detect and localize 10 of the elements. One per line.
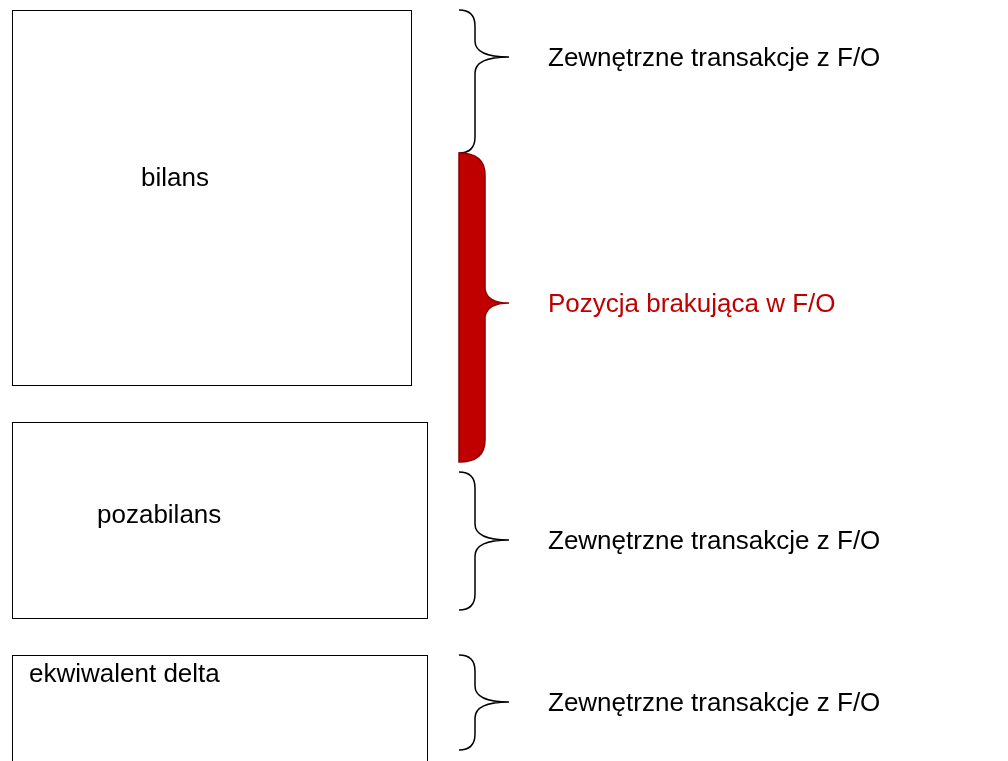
brace-label: Zewnętrzne transakcje z F/O bbox=[548, 686, 881, 718]
box-label: pozabilans bbox=[97, 499, 222, 530]
box-label: ekwiwalent delta bbox=[29, 658, 220, 689]
process-box bbox=[12, 655, 428, 761]
brace-label: Zewnętrzne transakcje z F/O bbox=[548, 524, 881, 556]
brace-label: Pozycja brakująca w F/O bbox=[548, 287, 836, 319]
brace-label: Zewnętrzne transakcje z F/O bbox=[548, 41, 881, 73]
box-label: bilans bbox=[141, 162, 209, 193]
process-box bbox=[12, 422, 428, 619]
process-box bbox=[12, 10, 412, 386]
